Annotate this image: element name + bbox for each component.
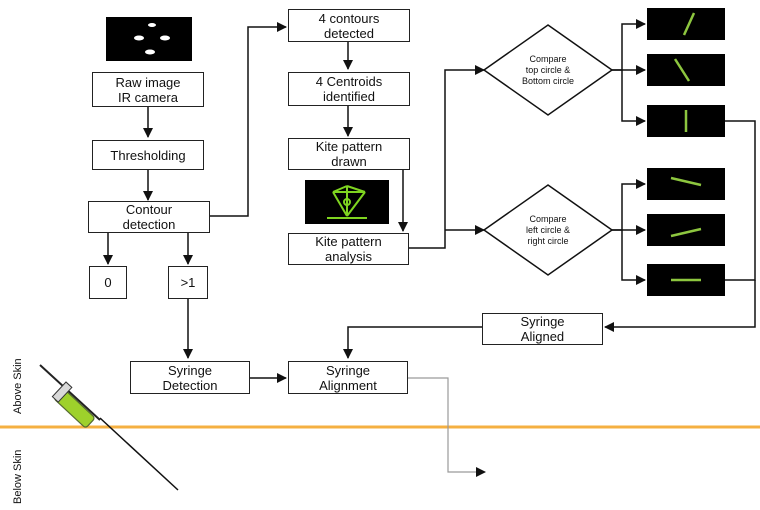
node-raw-image: Raw image IR camera [92, 72, 204, 107]
label-compare-left-right: Compare left circle & right circle [525, 214, 570, 246]
needle-thumbnail-3 [647, 105, 725, 137]
needle-line-graphic [673, 58, 691, 82]
diamond-compare-top-bottom [482, 24, 614, 116]
node-syringe-detection: Syringe Detection [130, 361, 250, 394]
arrow-bottom-diamond-to-thumb6 [621, 230, 646, 285]
arrow-return-to-aligned [604, 280, 756, 332]
needle-thumbnail-1 [647, 8, 725, 40]
arrow-top-diamond-to-thumb3 [621, 70, 646, 126]
arrow-alignment-below-skin [408, 377, 486, 477]
node-syringe-alignment: Syringe Alignment [288, 361, 408, 394]
needle-line-graphic [670, 176, 702, 187]
ir-dots-graphic [134, 23, 170, 55]
needle-thumbnail-2 [647, 54, 725, 86]
node-kite-analysis: Kite pattern analysis [288, 233, 409, 265]
diamond-compare-left-right [482, 184, 614, 276]
label-compare-top-bottom: Compare top circle & Bottom circle [521, 54, 574, 86]
needle-thumbnail-5 [647, 214, 725, 246]
kite-pattern-thumbnail [305, 180, 389, 224]
node-four-centroids: 4 Centroids identified [288, 72, 410, 106]
needle-line-graphic [682, 12, 696, 36]
raw-ir-image-thumbnail [106, 17, 192, 61]
node-syringe-aligned: Syringe Aligned [482, 313, 603, 345]
node-more-than-one: >1 [168, 266, 208, 299]
syringe-illustration [39, 364, 179, 491]
kite-graphic [327, 185, 367, 219]
arrow-analysis-to-compare-top-bottom [409, 65, 485, 249]
connector-thumbs-return [725, 120, 756, 281]
label-below-skin: Below Skin [12, 449, 24, 504]
label-above-skin: Above Skin [12, 358, 24, 414]
needle-line-graphic [671, 278, 701, 282]
needle-line-graphic [684, 110, 688, 132]
arrow-aligned-to-alignment [343, 326, 482, 359]
needle-line-graphic [670, 227, 702, 238]
node-contour-detection: Contour detection [88, 201, 210, 233]
arrow-contour-to-four-contours [210, 22, 287, 217]
needle-thumbnail-6 [647, 264, 725, 296]
needle-thumbnail-4 [647, 168, 725, 200]
arrow-top-diamond-to-thumb1 [612, 19, 646, 71]
node-thresholding: Thresholding [92, 140, 204, 170]
node-zero-contours: 0 [89, 266, 127, 299]
arrow-bottom-diamond-to-thumb4 [612, 179, 646, 231]
node-four-contours: 4 contours detected [288, 9, 410, 42]
node-kite-drawn: Kite pattern drawn [288, 138, 410, 170]
